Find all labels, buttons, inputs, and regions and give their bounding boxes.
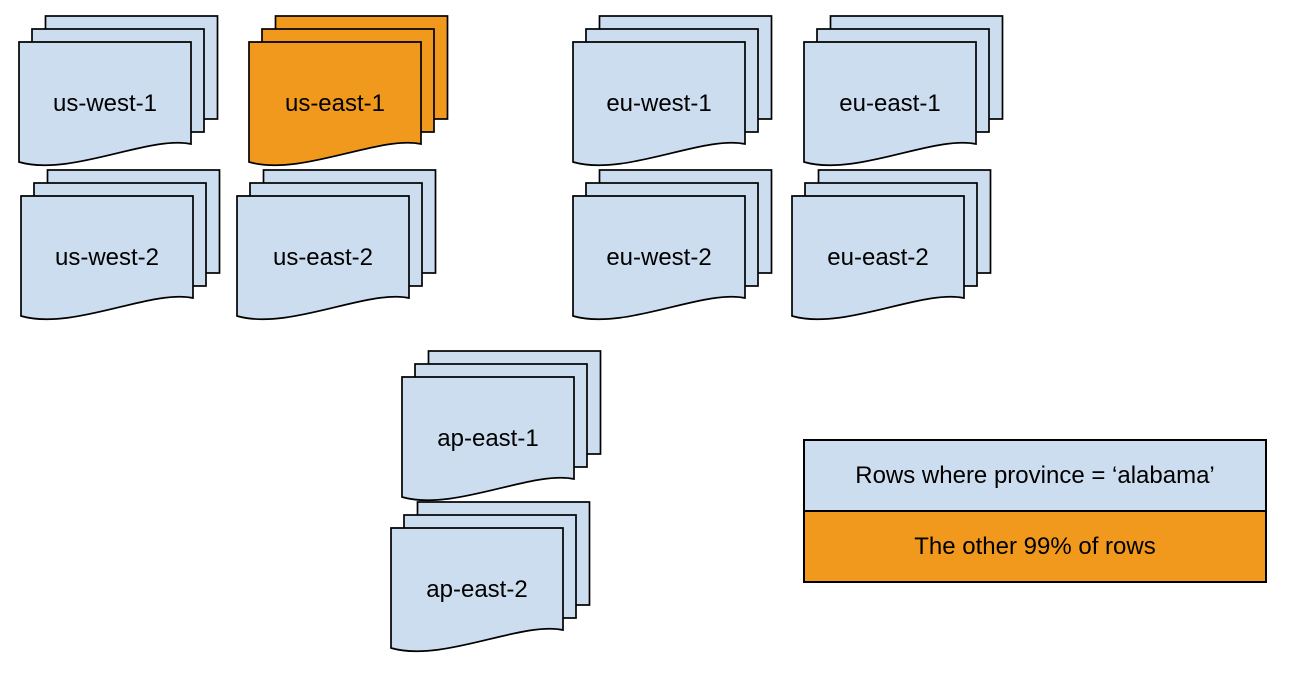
document-stack-icon: eu-east-1 (803, 15, 1004, 167)
document-stack-icon: eu-east-2 (791, 169, 992, 321)
document-stack-icon: us-west-1 (18, 15, 219, 167)
document-shape-front (791, 195, 965, 321)
region-stack-eu-east-2: eu-east-2 (789, 169, 1001, 325)
document-shape-front (803, 41, 977, 167)
document-stack-icon: eu-west-1 (572, 15, 773, 167)
document-shape-front (572, 41, 746, 167)
document-stack-icon: us-east-1 (248, 15, 449, 167)
legend-item-other-rows: The other 99% of rows (805, 510, 1265, 581)
document-shape-front (401, 376, 575, 502)
region-label: eu-east-1 (839, 90, 940, 117)
region-stack-ap-east-1: ap-east-1 (399, 350, 611, 506)
region-stack-ap-east-2: ap-east-2 (388, 501, 600, 657)
region-label: eu-west-1 (606, 90, 711, 117)
document-stack-icon: us-east-2 (236, 169, 437, 321)
region-stack-us-west-2: us-west-2 (18, 169, 230, 325)
document-shape-front (20, 195, 194, 321)
region-stack-eu-west-1: eu-west-1 (570, 15, 782, 171)
region-stack-eu-east-1: eu-east-1 (801, 15, 1013, 171)
region-stack-us-east-1: us-east-1 (246, 15, 458, 171)
region-label: eu-west-2 (606, 244, 711, 271)
region-label: us-east-1 (285, 90, 385, 117)
region-label: eu-east-2 (827, 244, 928, 271)
document-stack-icon: ap-east-1 (401, 350, 602, 502)
region-label: us-west-2 (55, 244, 159, 271)
document-shape-front (572, 195, 746, 321)
document-shape-front (248, 41, 422, 167)
document-shape-front (18, 41, 192, 167)
region-stack-us-west-1: us-west-1 (16, 15, 228, 171)
region-label: us-west-1 (53, 90, 157, 117)
region-label: us-east-2 (273, 244, 373, 271)
region-stack-eu-west-2: eu-west-2 (570, 169, 782, 325)
legend-label-other-rows: The other 99% of rows (914, 532, 1156, 560)
document-shape-front (390, 527, 564, 653)
region-stack-us-east-2: us-east-2 (234, 169, 446, 325)
document-stack-icon: ap-east-2 (390, 501, 591, 653)
legend-label-alabama-rows: Rows where province = ‘alabama’ (855, 461, 1215, 489)
legend-item-alabama-rows: Rows where province = ‘alabama’ (805, 441, 1265, 510)
region-label: ap-east-1 (437, 425, 538, 452)
region-label: ap-east-2 (426, 576, 527, 603)
document-shape-front (236, 195, 410, 321)
document-stack-icon: us-west-2 (20, 169, 221, 321)
legend: Rows where province = ‘alabama’ The othe… (803, 439, 1267, 583)
document-stack-icon: eu-west-2 (572, 169, 773, 321)
